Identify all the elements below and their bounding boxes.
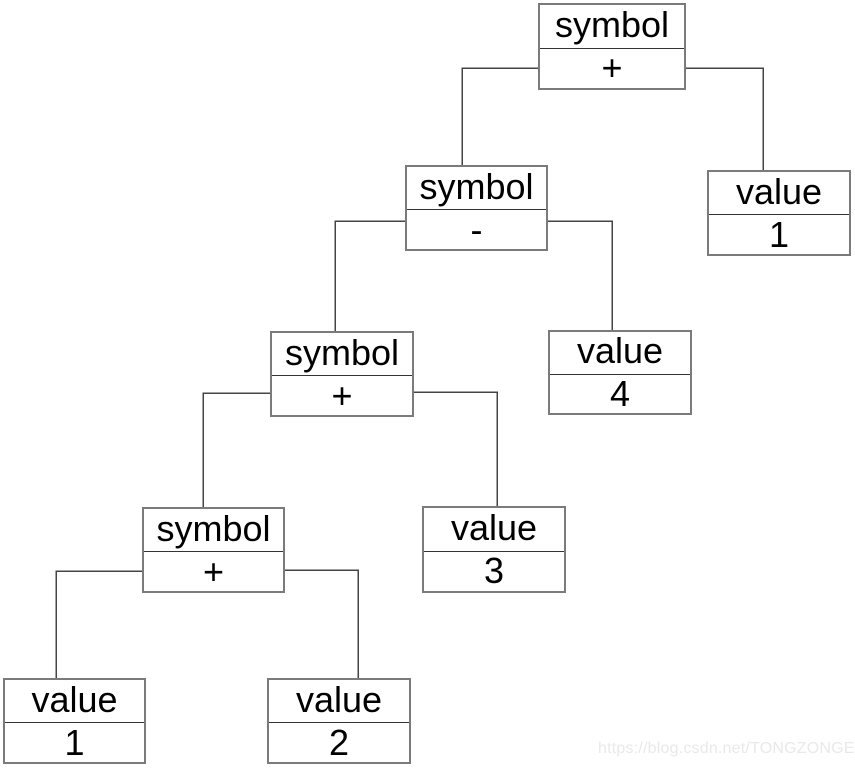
node-kind-label: symbol — [144, 509, 283, 552]
edge-n1-n3 — [686, 67, 764, 170]
watermark-text: https://blog.csdn.net/TONGZONGE — [598, 740, 855, 757]
node-kind-label: value — [424, 508, 564, 552]
node-value-label: - — [470, 208, 483, 250]
node-value-label: 3 — [483, 550, 505, 592]
edge-n4-n7 — [414, 391, 498, 506]
tree-node-n6-symbol: symbol+ — [142, 507, 285, 593]
node-value-label: 1 — [768, 213, 790, 255]
node-kind-label: value — [550, 332, 690, 375]
edge-n1-n2 — [461, 67, 538, 165]
node-kind-label: symbol — [272, 333, 412, 376]
tree-node-n1-symbol: symbol+ — [538, 3, 686, 90]
edge-n4-n6 — [202, 392, 270, 507]
edge-n6-n9 — [285, 569, 359, 678]
node-value-label: + — [202, 550, 225, 592]
node-value-label: + — [331, 374, 353, 416]
node-kind-label: value — [5, 680, 144, 723]
node-kind-label: symbol — [540, 5, 684, 49]
node-kind-label: value — [709, 172, 849, 215]
edge-n2-n4 — [334, 220, 405, 331]
edge-n6-n8 — [55, 570, 142, 678]
tree-node-n2-symbol: symbol- — [405, 165, 548, 251]
node-value-label: + — [601, 47, 623, 89]
node-value-label: 2 — [328, 721, 350, 763]
tree-node-n4-symbol: symbol+ — [270, 331, 414, 417]
edge-n2-n5 — [548, 220, 613, 330]
node-kind-label: symbol — [407, 167, 546, 210]
node-value-label: 1 — [64, 721, 85, 763]
node-value-label: 4 — [609, 372, 631, 414]
node-kind-label: value — [269, 680, 409, 723]
